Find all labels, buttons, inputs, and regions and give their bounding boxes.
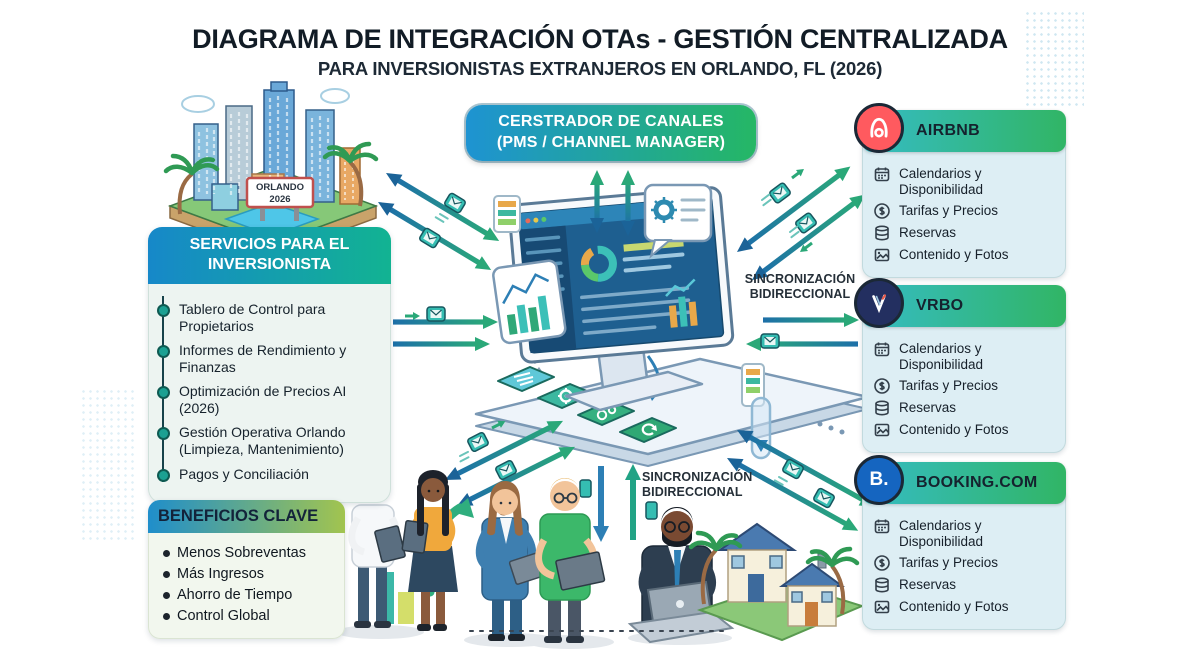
photos-icon	[874, 601, 890, 614]
price-icon	[874, 203, 890, 220]
platform-feature-row: Calendarios y Disponibilidad	[873, 341, 1057, 373]
chart-card	[492, 259, 567, 345]
gear-bubble-card	[643, 183, 713, 259]
servicios-item: Gestión Operativa Orlando (Limpieza, Man…	[157, 424, 380, 458]
platform-feature-row: Tarifas y Precios	[873, 555, 1057, 572]
panel-beneficios-title: BENEFICIOS CLAVE	[148, 500, 345, 533]
reservations-icon	[875, 225, 889, 241]
person-investor-female	[401, 470, 458, 631]
palm-tree-icon	[322, 141, 379, 207]
channel-manager-line2: (PMS / CHANNEL MANAGER)	[496, 134, 726, 151]
palm-tree-icon	[163, 153, 220, 215]
vacation-houses-illustration	[688, 522, 865, 642]
panel-beneficios: BENEFICIOS CLAVE Menos Sobreventas Más I…	[148, 500, 345, 639]
calendar-icon	[874, 342, 890, 357]
panel-airbnb: AIRBNB Calendarios y Disponibilidad Tari…	[854, 103, 1066, 279]
panel-servicios: SERVICIOS PARA EL INVERSIONISTA Tablero …	[148, 227, 391, 503]
person-manager-male	[535, 478, 606, 643]
platform-feature-row: Contenido y Fotos	[873, 247, 1057, 264]
app-tile-sync-icon	[619, 417, 677, 443]
booking-logo-letter: B.	[869, 469, 889, 490]
platform-feature-row: Tarifas y Precios	[873, 203, 1057, 220]
pms-dashboard-illustration	[474, 183, 870, 467]
price-icon	[874, 378, 890, 395]
person-operator-laptop	[627, 507, 735, 644]
sync-arrows	[378, 166, 876, 542]
dot-pattern-left	[80, 388, 138, 540]
servicios-item: Optimización de Precios AI (2026)	[157, 383, 380, 417]
beneficios-item: Ahorro de Tiempo	[161, 587, 334, 603]
beneficios-item: Más Ingresos	[161, 566, 334, 582]
photos-icon	[874, 249, 890, 262]
servicios-item: Tablero de Control para Propietarios	[157, 301, 380, 335]
photos-icon	[874, 424, 890, 437]
channel-manager-box: CERSTRADOR DE CANALES (PMS / CHANNEL MAN…	[466, 105, 756, 161]
platform-feature-row: Contenido y Fotos	[873, 599, 1057, 616]
beneficios-item: Control Global	[161, 608, 334, 624]
page-subtitle: PARA INVERSIONISTAS EXTRANJEROS EN ORLAN…	[317, 58, 883, 79]
orlando-sign: ORLANDO 2026	[245, 176, 315, 221]
booking-logo-icon: B.	[854, 455, 904, 505]
calendar-icon	[874, 167, 890, 182]
vrbo-logo-icon	[854, 278, 904, 328]
calendar-icon	[874, 519, 890, 534]
orlando-sign-line2: 2026	[269, 194, 290, 205]
reservations-icon	[875, 577, 889, 593]
servicios-item: Informes de Rendimiento y Finanzas	[157, 342, 380, 376]
orlando-sign-line1: ORLANDO	[256, 182, 304, 193]
beneficios-item: Menos Sobreventas	[161, 545, 334, 561]
diagram-header: DIAGRAMA DE INTEGRACIÓN OTAs - GESTIÓN C…	[0, 24, 1200, 80]
app-tile-document-icon	[497, 366, 555, 392]
platform-feature-row: Calendarios y Disponibilidad	[873, 518, 1057, 550]
servicios-item: Pagos y Conciliación	[157, 466, 380, 483]
platform-feature-row: Reservas	[873, 577, 1057, 594]
panel-servicios-title: SERVICIOS PARA EL INVERSIONISTA	[148, 227, 391, 284]
platform-feature-row: Contenido y Fotos	[873, 422, 1057, 439]
platform-feature-row: Calendarios y Disponibilidad	[873, 166, 1057, 198]
people-illustration	[336, 470, 865, 649]
dot-pattern-top-right	[1024, 10, 1084, 106]
page-title: DIAGRAMA DE INTEGRACIÓN OTAs - GESTIÓN C…	[192, 24, 1008, 54]
price-icon	[874, 555, 890, 572]
platform-feature-row: Reservas	[873, 225, 1057, 242]
platform-feature-row: Tarifas y Precios	[873, 378, 1057, 395]
channel-manager-line1: CERSTRADOR DE CANALES	[498, 113, 724, 131]
panel-booking: B. BOOKING.COM Calendarios y Disponibili…	[854, 455, 1066, 631]
panel-vrbo: VRBO Calendarios y Disponibilidad Tarifa…	[854, 278, 1066, 454]
reservations-icon	[875, 400, 889, 416]
platform-feature-row: Reservas	[873, 400, 1057, 417]
airbnb-logo-icon	[854, 103, 904, 153]
person-manager-female	[475, 481, 550, 641]
sync-label-right: SINCRONIZACIÓN BIDIRECCIONAL	[744, 272, 856, 301]
sync-label-bottom: SINCRONIZACIÓN BIDIRECCIONAL	[642, 470, 753, 499]
